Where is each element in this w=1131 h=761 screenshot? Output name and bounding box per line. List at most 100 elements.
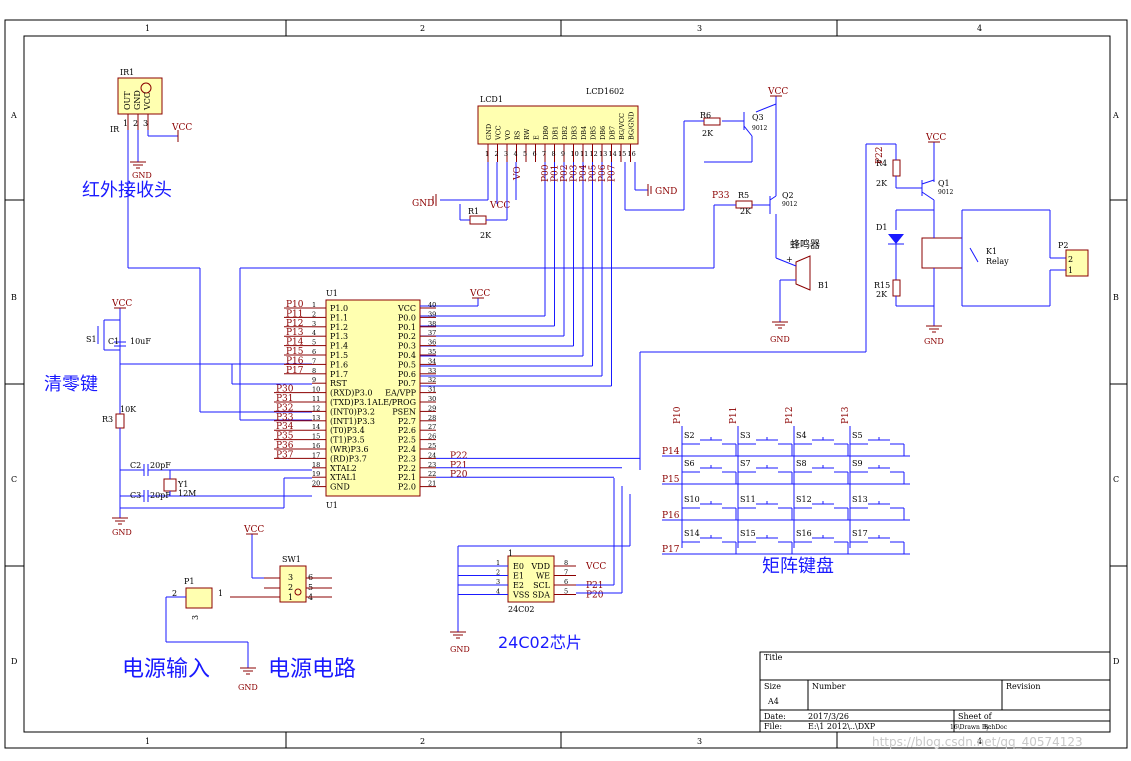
mcu-right-pin: P0.7 xyxy=(398,379,416,388)
lcd-data-net: P00 xyxy=(541,164,551,182)
reset-vcc: VCC xyxy=(111,299,132,309)
mcu-left-num: 1 xyxy=(312,301,316,309)
mcu-right-net: P22 xyxy=(450,451,468,461)
eeprom-left-pin: VSS xyxy=(512,591,530,600)
mcu-left-num: 15 xyxy=(312,433,320,441)
lcd-gnd2: GND xyxy=(655,187,677,197)
mcu-left-net: P36 xyxy=(276,441,294,451)
lcd-pin-num: 10 xyxy=(571,150,579,158)
lcd-data-net: P03 xyxy=(570,164,580,182)
mcu-left-num: 12 xyxy=(312,404,320,412)
lcd-gnd1: GND xyxy=(412,199,434,209)
mcu-left-num: 13 xyxy=(312,414,320,422)
relay-r4: R4 xyxy=(876,159,887,168)
ir-ref: IR1 xyxy=(120,68,134,77)
lcd-pin-num: 15 xyxy=(618,150,626,158)
keypad-switch-label: S17 xyxy=(852,529,868,538)
power-gnd: GND xyxy=(238,683,258,692)
power-caption1: 电源输入 xyxy=(122,657,210,682)
mcu-right-num: 28 xyxy=(428,414,436,422)
mcu-right-pin: P0.6 xyxy=(398,370,416,379)
mcu-left-net: P14 xyxy=(286,338,304,348)
lcd-pin-num: 11 xyxy=(580,150,588,158)
mcu-left-num: 9 xyxy=(312,376,316,384)
mcu-left-num: 4 xyxy=(312,329,316,337)
lcd-pin-label: DB5 xyxy=(590,126,598,140)
col-label-4b: 4 xyxy=(977,737,982,746)
buzzer-r5: R5 xyxy=(738,191,749,200)
mcu-left-num: 6 xyxy=(312,348,316,356)
mcu-right-net: P20 xyxy=(450,470,468,480)
mcu-right-num: 31 xyxy=(428,386,436,394)
tb-size: A4 xyxy=(767,697,779,706)
mcu-left-num: 16 xyxy=(312,442,320,450)
mcu-right-num: 30 xyxy=(428,395,436,403)
mcu-right-pin: P2.6 xyxy=(398,426,416,435)
eeprom-left-pin: E0 xyxy=(513,562,524,571)
eeprom-right-num: 6 xyxy=(564,578,568,586)
mcu-left-pin: P1.0 xyxy=(330,304,348,313)
svg-text:2: 2 xyxy=(288,583,293,592)
buzzer-r6-val: 2K xyxy=(702,129,714,138)
crystal-y1: Y1 xyxy=(177,480,188,489)
svg-text:1: 1 xyxy=(123,119,128,128)
relay-q1: Q1 xyxy=(938,179,950,188)
buzzer-q3: Q3 xyxy=(752,113,764,122)
lcd-vo-net: VO xyxy=(513,166,523,181)
mcu-right-num: 37 xyxy=(428,329,436,337)
mcu-left-pin: (RXD)P3.0 xyxy=(330,389,372,398)
lcd-ref: LCD1 xyxy=(480,95,503,104)
mcu-left-num: 11 xyxy=(312,395,320,403)
eeprom-right-pin: SDA xyxy=(532,591,550,600)
mcu-left-net: P10 xyxy=(286,300,304,310)
lcd-data-net: P01 xyxy=(551,164,561,182)
keypad-switch-label: S2 xyxy=(684,431,695,440)
col-label-4: 4 xyxy=(977,24,982,33)
tb-size-label: Size xyxy=(764,682,781,691)
lcd-r1: R1 xyxy=(468,207,479,216)
relay-k1-name: Relay xyxy=(986,257,1009,266)
col-label-2b: 2 xyxy=(420,737,425,746)
mcu-left-pin: (T0)P3.4 xyxy=(330,426,365,435)
row-label-b-r: B xyxy=(1113,293,1119,302)
mcu-ref: U1 xyxy=(326,289,338,298)
mcu-right-pin: P0.1 xyxy=(398,323,416,332)
mcu-right-num: 34 xyxy=(428,357,436,365)
lcd-pin-label: DB6 xyxy=(599,126,607,140)
keypad-switch-label: S12 xyxy=(796,495,812,504)
tb-file2: 16\Drawn By: xyxy=(950,724,992,731)
relay-gnd: GND xyxy=(924,337,944,346)
lcd-data-net: P05 xyxy=(589,164,599,182)
mcu-left-pin: P1.2 xyxy=(330,323,348,332)
mcu-left-num: 2 xyxy=(312,310,316,318)
eeprom-right-net: VCC xyxy=(585,562,606,572)
reset-c1: C1 xyxy=(108,337,119,346)
buzzer-ref: B1 xyxy=(818,281,829,290)
crystal-c3: C3 xyxy=(130,491,141,500)
eeprom-top-pin: 1 xyxy=(508,549,513,558)
mcu-left-num: 18 xyxy=(312,461,320,469)
mcu-left-pin: XTAL2 xyxy=(330,464,357,473)
lcd-pin-num: 5 xyxy=(523,150,527,158)
col-label-2: 2 xyxy=(420,24,425,33)
lcd-pin-num: 9 xyxy=(561,150,565,158)
mcu-left-net: P15 xyxy=(286,347,304,357)
eeprom-left-pin: E2 xyxy=(513,581,524,590)
relay-q1-type: 9012 xyxy=(938,189,953,196)
ir-net: IR xyxy=(110,125,120,134)
relay-net: P22 xyxy=(875,146,885,164)
mcu-right-num: 26 xyxy=(428,433,436,441)
lcd-name: LCD1602 xyxy=(586,87,624,96)
svg-text:3: 3 xyxy=(191,615,200,620)
relay-p2: P2 xyxy=(1058,241,1068,250)
mcu-left-pin: (WR)P3.6 xyxy=(330,445,369,454)
keypad-switch-label: S8 xyxy=(796,459,807,468)
watermark: https://blog.csdn.net/qq_40574123 xyxy=(872,735,1083,749)
keypad-col-net: P13 xyxy=(841,406,851,424)
relay-k1: K1 xyxy=(986,247,997,256)
mcu-left-pin: P1.4 xyxy=(330,342,348,351)
ir-vcc: VCC xyxy=(171,123,192,133)
mcu-left-net: P33 xyxy=(276,413,294,423)
mcu-right-num: 35 xyxy=(428,348,436,356)
lcd-pin-label: DB2 xyxy=(561,126,569,140)
